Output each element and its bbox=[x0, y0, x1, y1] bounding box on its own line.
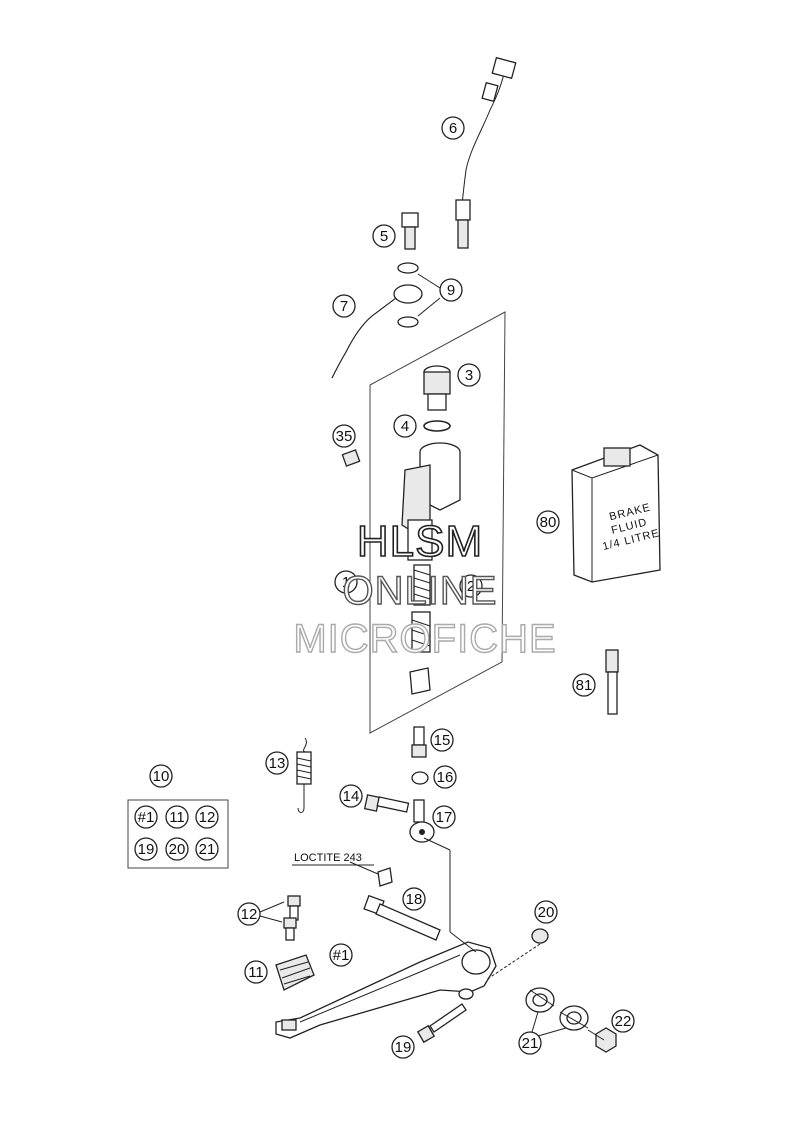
hex-nut bbox=[411, 771, 429, 785]
callout-17: 17 bbox=[432, 805, 456, 829]
small-screw bbox=[341, 449, 361, 467]
callout-20: 20 bbox=[534, 900, 558, 924]
callout-81: 81 bbox=[572, 673, 596, 697]
kit-item-12: 12 bbox=[195, 805, 219, 829]
brake-line bbox=[331, 284, 423, 379]
stop-bolt bbox=[416, 1003, 467, 1044]
svg-text:2: 2 bbox=[467, 578, 475, 595]
push-rod-end bbox=[411, 726, 427, 758]
callout-11: 11 bbox=[244, 960, 268, 984]
svg-text:#1: #1 bbox=[138, 809, 155, 826]
pivot-nut bbox=[531, 928, 549, 944]
svg-text:3: 3 bbox=[465, 367, 473, 384]
callout-7: 7 bbox=[332, 294, 356, 318]
o-ring bbox=[423, 420, 451, 432]
svg-text:22: 22 bbox=[615, 1013, 632, 1030]
svg-text:16: 16 bbox=[437, 769, 454, 786]
kit-item-21: 21 bbox=[195, 837, 219, 861]
piston-assembly bbox=[409, 564, 431, 695]
svg-text:21: 21 bbox=[522, 1035, 539, 1052]
callout-80: 80 bbox=[536, 510, 560, 534]
svg-text:4: 4 bbox=[401, 418, 409, 435]
svg-text:6: 6 bbox=[449, 120, 457, 137]
svg-text:15: 15 bbox=[434, 732, 451, 749]
callout-15: 15 bbox=[430, 728, 454, 752]
callout-12: 12 bbox=[237, 902, 261, 926]
pivot-bearings bbox=[525, 987, 589, 1031]
callout-pedal-1: #1 bbox=[329, 943, 353, 967]
svg-text:5: 5 bbox=[380, 228, 388, 245]
reservoir-fitting bbox=[423, 365, 451, 411]
watermark-line2: ONLINE bbox=[343, 569, 498, 613]
kit-item-11: 11 bbox=[165, 805, 189, 829]
callout-3: 3 bbox=[457, 363, 481, 387]
svg-text:13: 13 bbox=[269, 755, 286, 772]
leader-lines bbox=[349, 273, 605, 1041]
callout-16: 16 bbox=[433, 765, 457, 789]
callout-22: 22 bbox=[611, 1009, 635, 1033]
banjo-bolt bbox=[401, 212, 419, 250]
svg-text:12: 12 bbox=[241, 906, 258, 923]
pivot-bolt bbox=[363, 867, 441, 941]
svg-text:18: 18 bbox=[406, 891, 423, 908]
bleeder-valve bbox=[605, 649, 619, 715]
brake-fluid-bottle: BRAKE FLUID 1/4 LITRE bbox=[571, 444, 661, 583]
svg-text:21: 21 bbox=[199, 841, 216, 858]
svg-text:14: 14 bbox=[343, 788, 360, 805]
exploded-view-panel bbox=[369, 311, 506, 734]
axle-nut bbox=[595, 1027, 617, 1053]
kit-item-1: #1 bbox=[134, 805, 158, 829]
svg-text:12: 12 bbox=[199, 809, 216, 826]
svg-text:19: 19 bbox=[138, 841, 155, 858]
svg-text:19: 19 bbox=[395, 1039, 412, 1056]
svg-text:17: 17 bbox=[436, 809, 453, 826]
callout-14: 14 bbox=[339, 784, 363, 808]
clevis bbox=[409, 799, 435, 843]
callout-5: 5 bbox=[372, 224, 396, 248]
svg-text:20: 20 bbox=[538, 904, 555, 921]
svg-text:80: 80 bbox=[540, 514, 557, 531]
adjuster-bolt bbox=[363, 794, 410, 813]
svg-text:81: 81 bbox=[576, 677, 593, 694]
svg-text:35: 35 bbox=[336, 428, 353, 445]
svg-text:#1: #1 bbox=[333, 947, 350, 964]
callout-21: 21 bbox=[518, 1031, 542, 1055]
callout-4: 4 bbox=[393, 414, 417, 438]
callout-35: 35 bbox=[332, 424, 356, 448]
callout-21-leader-a bbox=[531, 1011, 539, 1033]
callout-12-leader-a bbox=[259, 901, 285, 913]
callout-12-leader-b bbox=[259, 915, 283, 923]
svg-text:20: 20 bbox=[169, 841, 186, 858]
kit-box bbox=[127, 799, 229, 869]
callout-10: 10 bbox=[149, 764, 173, 788]
watermark: HLSM ONLINE MICROFICHE bbox=[293, 516, 557, 662]
sealing-washers bbox=[397, 262, 419, 328]
master-cylinder-body bbox=[401, 442, 461, 561]
watermark-line3: MICROFICHE bbox=[293, 617, 556, 661]
svg-text:9: 9 bbox=[447, 282, 455, 299]
callout-6: 6 bbox=[441, 116, 465, 140]
kit-item-20: 20 bbox=[165, 837, 189, 861]
callout-1: 1 bbox=[334, 570, 358, 594]
callout-9: 9 bbox=[439, 278, 463, 302]
brake-pedal bbox=[275, 941, 497, 1039]
pedal-tip bbox=[275, 954, 315, 991]
callout-18: 18 bbox=[402, 887, 426, 911]
return-spring bbox=[296, 737, 312, 813]
watermark-line1: HLSM bbox=[357, 517, 483, 566]
callout-2: 2 bbox=[459, 574, 483, 598]
svg-text:10: 10 bbox=[153, 768, 170, 785]
svg-text:7: 7 bbox=[340, 298, 348, 315]
kit-item-19: 19 bbox=[134, 837, 158, 861]
brake-light-switch bbox=[455, 56, 517, 249]
loctite-label: LOCTITE 243 bbox=[294, 852, 362, 864]
svg-text:11: 11 bbox=[248, 964, 264, 981]
footpeg-bolts bbox=[283, 895, 301, 941]
callout-21-leader-b bbox=[537, 1027, 567, 1037]
svg-text:11: 11 bbox=[169, 809, 185, 826]
callout-13: 13 bbox=[265, 751, 289, 775]
svg-text:1: 1 bbox=[342, 574, 350, 591]
callout-19: 19 bbox=[391, 1035, 415, 1059]
